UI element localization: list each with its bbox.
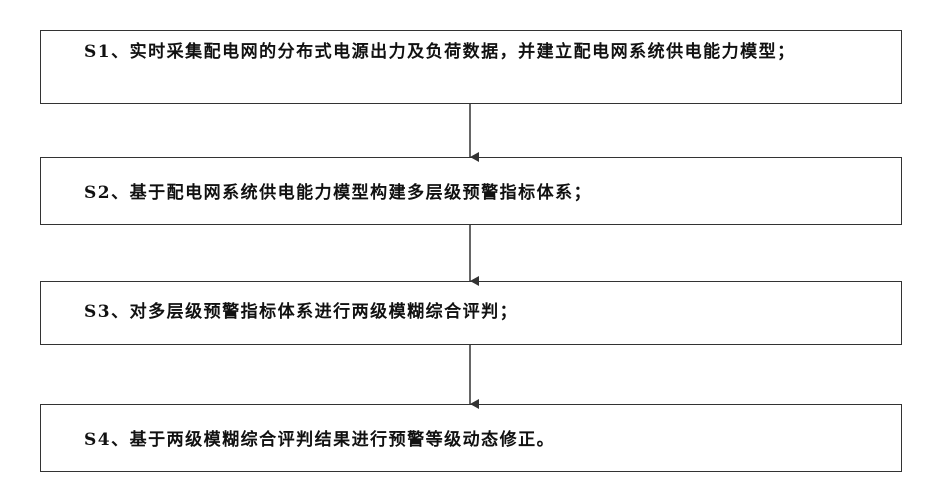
flow-arrows <box>0 0 926 503</box>
flowchart: S1、实时采集配电网的分布式电源出力及负荷数据，并建立配电网系统供电能力模型； … <box>0 0 926 503</box>
